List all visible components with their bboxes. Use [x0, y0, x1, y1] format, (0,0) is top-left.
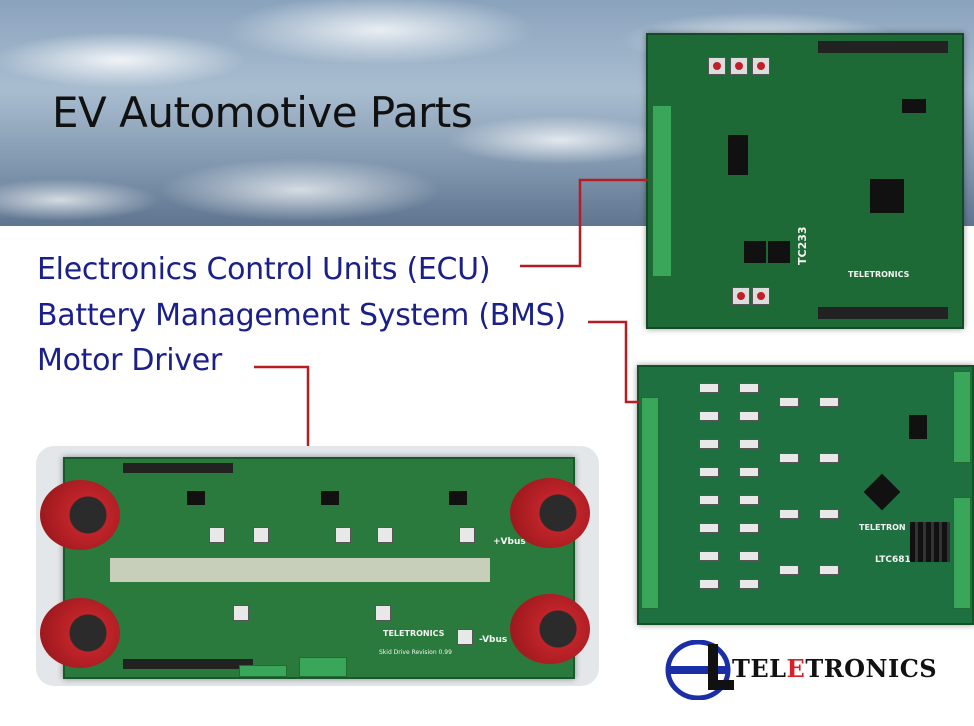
logo-wordmark: TELETRONICS	[732, 654, 938, 683]
capacitor-top-left	[40, 480, 120, 550]
ecu-connector-line	[520, 178, 648, 268]
bus-bar	[110, 558, 490, 582]
motor-connector-line	[254, 365, 310, 446]
slide-title: EV Automotive Parts	[52, 88, 473, 137]
bms-board-photo: TELETRON LTC6813	[637, 365, 974, 625]
capacitor-bottom-right	[510, 594, 590, 664]
ecu-board-brand: TELETRONICS	[848, 270, 910, 279]
capacitor-bottom-left	[40, 598, 120, 668]
item-bms: Battery Management System (BMS)	[37, 298, 566, 333]
motor-vbus-pos-label: +Vbus	[493, 537, 526, 547]
motor-vbus-neg-label: -Vbus	[479, 635, 508, 645]
teletronics-logo-icon	[665, 640, 734, 700]
item-motor-driver: Motor Driver	[37, 343, 222, 378]
item-ecu: Electronics Control Units (ECU)	[37, 252, 491, 287]
bms-board-brand: TELETRON	[859, 523, 906, 532]
motor-board-brand: TELETRONICS	[383, 629, 445, 638]
motor-board-caption: Skid Drive Revision 0.99	[379, 649, 452, 656]
bms-board-label: LTC6813	[875, 555, 918, 565]
bms-connector-line	[588, 320, 640, 404]
heatsink	[910, 522, 950, 562]
capacitor-top-right	[510, 478, 590, 548]
ecu-board-photo: TC233 TELETRONICS	[646, 33, 964, 329]
